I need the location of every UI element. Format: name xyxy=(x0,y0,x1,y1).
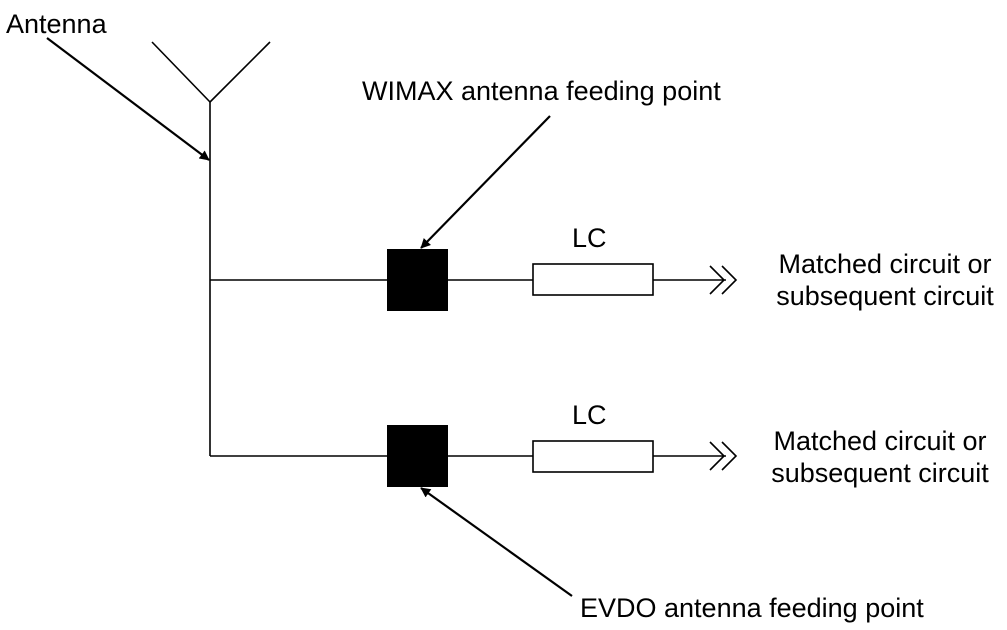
output-label-top-line2: subsequent circuit xyxy=(776,281,994,311)
output-label-bottom: Matched circuit or subsequent circuit xyxy=(755,425,1005,489)
wimax-leader-arrow xyxy=(420,115,551,249)
double-chevron-right-icon xyxy=(709,441,738,471)
evdo-feed-label: EVDO antenna feeding point xyxy=(580,593,924,623)
antenna-leader-arrow xyxy=(46,37,210,161)
output-label-top: Matched circuit or subsequent circuit xyxy=(760,248,1007,312)
evdo-feed-block xyxy=(387,425,448,487)
antenna-symbol-icon xyxy=(151,41,271,103)
wimax-feed-block xyxy=(387,249,448,311)
output-label-bottom-line1: Matched circuit or xyxy=(773,426,987,456)
output-label-top-line1: Matched circuit or xyxy=(778,249,992,279)
output-label-bottom-line2: subsequent circuit xyxy=(771,458,989,488)
lc-label-top: LC xyxy=(572,223,607,253)
lc-component-bottom xyxy=(532,440,654,473)
wimax-feed-label: WIMAX antenna feeding point xyxy=(362,76,721,106)
evdo-leader-arrow xyxy=(420,487,573,597)
lc-label-bottom: LC xyxy=(572,400,607,430)
double-chevron-right-icon xyxy=(709,265,738,295)
antenna-label: Antenna xyxy=(6,9,107,39)
lc-component-top xyxy=(532,263,654,296)
